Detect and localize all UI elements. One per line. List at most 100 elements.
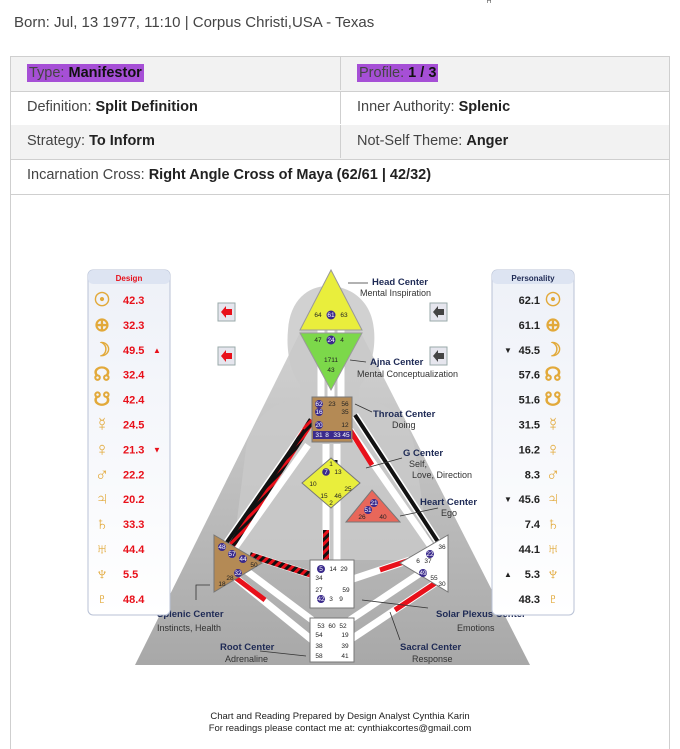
gate-label: 33: [333, 432, 341, 439]
throat-center-name: Throat Center: [373, 409, 436, 420]
g-pointer: [365, 457, 403, 469]
profile-highlight: Profile: 1 / 3: [357, 64, 439, 82]
head-center-desc: Mental Inspiration: [360, 288, 431, 298]
personality-value: 61.1: [519, 320, 540, 332]
type-cell: Type: Manifestor: [11, 57, 341, 90]
root-pointer: [259, 650, 307, 657]
gate-label: 1711: [324, 357, 338, 364]
personality-row: ♅44.1: [519, 539, 561, 560]
personality-value: 51.6: [519, 395, 540, 407]
personality-row: ☋51.6: [519, 390, 562, 411]
gate-label: 12: [341, 422, 349, 429]
design-rows: ☉42.3⊕32.3☽49.5▲☊32.4☋42.4☿24.5♀21.3▼♂22…: [93, 290, 160, 610]
gate-marker: [317, 565, 325, 573]
g-center: [301, 457, 361, 509]
throat-gates: 62 23 56 16 35 20 12 31 8 33 45: [313, 400, 351, 439]
top-glyph-letter: H: [486, 0, 491, 5]
gate-label: 36: [438, 544, 446, 551]
gate-label: 55: [430, 575, 438, 582]
design-row: ♇48.4: [95, 589, 145, 610]
gate-marker: [322, 468, 330, 476]
root-center: [309, 617, 355, 663]
personality-value: 8.3: [525, 469, 540, 481]
gate-label: 57: [228, 551, 236, 558]
gate-label: 32: [234, 570, 242, 577]
gate-label: 19: [341, 632, 349, 639]
ajna-pointer: [349, 359, 367, 363]
personality-panel-title: Personality: [511, 274, 555, 283]
throat-center-desc: Doing: [392, 420, 416, 430]
personality-value: 7.4: [525, 519, 541, 531]
gate-label: 49: [419, 570, 427, 577]
gate-label: 16: [315, 409, 323, 416]
ajna-center: [299, 332, 363, 392]
design-value: 32.4: [123, 370, 145, 382]
gate-label: 25: [344, 486, 352, 493]
type-label: Type:: [29, 65, 65, 81]
gate-label: 29: [340, 566, 348, 573]
mars-icon: ♂: [95, 464, 109, 485]
gate-label: 26: [358, 514, 366, 521]
g-gates: 1 7 13 10 25 15 46 2: [309, 461, 352, 507]
design-arrow-icon: ▼: [153, 445, 161, 454]
gate-label: 34: [315, 575, 323, 582]
personality-arrow-icon: ▼: [504, 495, 512, 504]
solar-pointer: [361, 599, 429, 609]
solar-center-name: Solar Plexus Center: [436, 609, 526, 620]
personality-value: 62.1: [519, 295, 540, 307]
gate-marker: [315, 408, 323, 416]
personality-value: 45.6: [519, 494, 540, 506]
sacral-pointer: [389, 611, 401, 641]
personality-row: ☉62.1: [519, 290, 562, 311]
splenic-center-desc: Instincts, Health: [157, 623, 221, 633]
mercury-icon: ☿: [95, 415, 109, 436]
footer-line1: Chart and Reading Prepared by Design Ana…: [210, 711, 470, 722]
design-arrow-top[interactable]: [217, 302, 236, 322]
design-value: 20.2: [123, 494, 144, 506]
earth-icon: ⊕: [545, 315, 561, 336]
saturn-icon: ♄: [95, 514, 109, 535]
personality-arrow-top[interactable]: [429, 302, 448, 322]
definition-value: Split Definition: [95, 99, 198, 115]
gate-marker: [239, 555, 247, 563]
gate-label: 2: [329, 500, 333, 507]
gate-label: 5: [319, 566, 323, 573]
design-value: 32.3: [123, 320, 144, 332]
gate-label: 45: [342, 432, 350, 439]
arrow-left-icon: [433, 350, 444, 362]
design-value: 33.3: [123, 519, 144, 531]
type-highlight: Type: Manifestor: [27, 64, 144, 82]
personality-arrow-bottom[interactable]: [429, 346, 448, 366]
gate-label: 42: [317, 596, 325, 603]
solar-plexus-center: [399, 534, 449, 593]
cross-label: Incarnation Cross:: [27, 167, 145, 183]
footer-email[interactable]: cynthiakcortes@gmail.com: [357, 723, 472, 734]
gate-label: 53: [317, 623, 325, 630]
design-row: ☋ 42.4: [94, 390, 146, 411]
personality-rows: ☉62.1⊕61.1☽45.5▼☊57.6☋51.6☿31.5♀16.2♂8.3…: [504, 290, 562, 610]
born-label: Born:: [14, 14, 50, 31]
south-node-icon: ☋: [94, 390, 111, 411]
gate-marker: [228, 550, 236, 558]
heart-center-name: Heart Center: [420, 497, 477, 508]
gate-label: 13: [334, 469, 342, 476]
personality-value: 57.6: [519, 370, 540, 382]
personality-panel: Personality ☉62.1⊕61.1☽45.5▼☊57.6☋51.6☿3…: [491, 269, 575, 616]
authority-value: Splenic: [458, 99, 511, 115]
gate-marker: [326, 310, 336, 320]
ajna-center-name: Ajna Center: [370, 357, 424, 368]
personality-value: 48.3: [519, 594, 540, 606]
cross-cell: Incarnation Cross: Right Angle Cross of …: [11, 159, 669, 192]
gate-label: 35: [341, 409, 349, 416]
notself-value: Anger: [466, 133, 509, 149]
top-logo-fragment: H: [486, 0, 491, 5]
design-arrow-bottom[interactable]: [217, 346, 236, 366]
splenic-center-name: Splenic Center: [157, 609, 224, 620]
design-value: 42.4: [123, 395, 145, 407]
gate-marker: [315, 400, 323, 408]
root-gates: 53 60 52 54 19 38 39 58 41: [315, 623, 349, 660]
row-type-profile: Type: Manifestor Profile: 1 / 3: [11, 57, 669, 92]
design-value: 44.4: [123, 544, 145, 556]
gate-label: 4: [340, 337, 344, 344]
